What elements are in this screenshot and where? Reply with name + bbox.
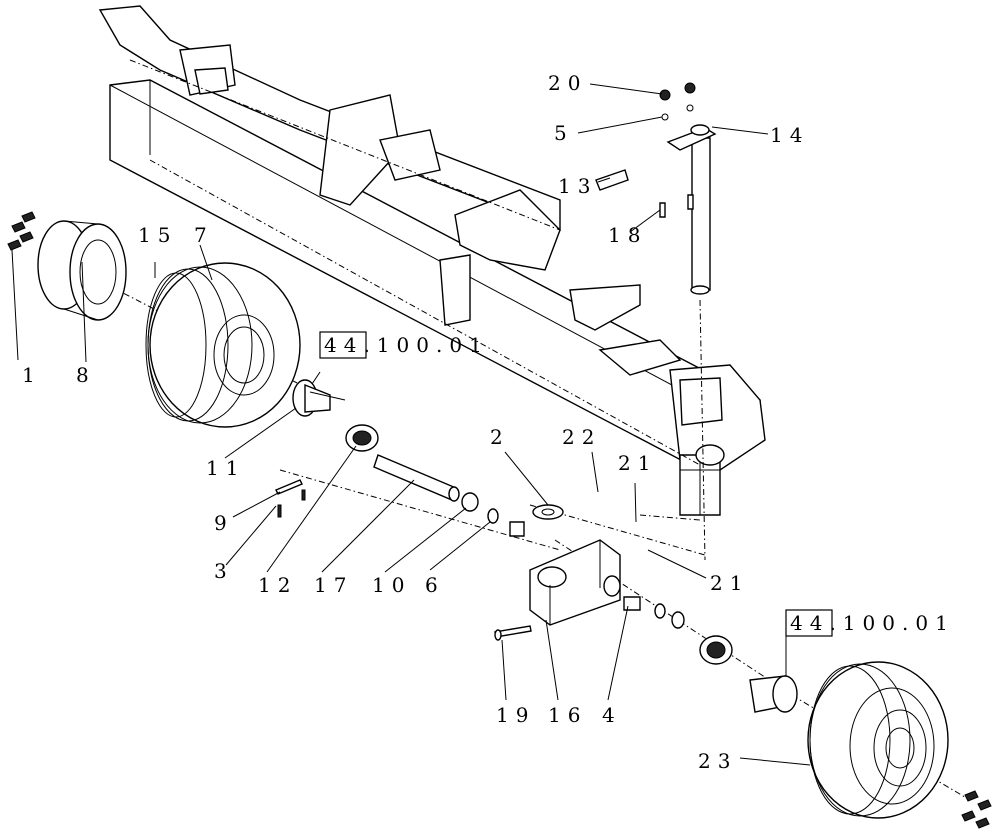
callout-8: 8 <box>76 363 96 387</box>
callout-9: 9 <box>214 511 234 535</box>
callout-16: 16 <box>548 703 587 727</box>
callout-2: 2 <box>490 425 510 449</box>
right-bearing <box>699 635 733 665</box>
callout-20: 20 <box>548 71 587 95</box>
left-bolts <box>7 211 36 251</box>
callout-1: 1 <box>22 363 42 387</box>
callout-3: 3 <box>214 559 234 583</box>
right-bushings <box>623 596 685 629</box>
axle-frame <box>98 5 766 516</box>
axle-pin <box>373 454 460 502</box>
callout-22: 22 <box>562 425 601 449</box>
callout-21-lower: 21 <box>710 571 749 595</box>
callout-labels: 20 5 14 13 18 15 7 1 8 11 9 3 12 17 10 6… <box>22 71 809 773</box>
reference-label-right: 44.100.01 <box>790 611 955 635</box>
right-bolts <box>961 790 992 829</box>
pivot-bolt <box>494 625 532 641</box>
left-hub-spindle <box>292 379 346 417</box>
post-hardware <box>595 82 696 218</box>
reference-label-left: 44.100.01 <box>324 333 489 357</box>
callout-15: 15 <box>138 223 177 247</box>
left-bearing <box>345 424 379 452</box>
callout-13: 13 <box>558 174 597 198</box>
left-rim <box>37 220 127 321</box>
callout-12: 12 <box>258 573 297 597</box>
callout-6: 6 <box>425 573 445 597</box>
callout-23: 23 <box>698 749 737 773</box>
small-pin-and-cotter <box>275 479 306 518</box>
callout-21-upper: 21 <box>618 451 657 475</box>
callout-19: 19 <box>496 703 535 727</box>
right-tire <box>807 661 949 819</box>
callout-17: 17 <box>314 573 353 597</box>
washers-bushings-left <box>461 492 564 537</box>
callout-18: 18 <box>608 223 647 247</box>
leader-lines <box>11 83 811 766</box>
pivot-block <box>529 539 621 626</box>
callout-14: 14 <box>770 123 809 147</box>
reference-left: 44.100.01 <box>319 331 489 359</box>
callout-10: 10 <box>372 573 411 597</box>
upright-post <box>666 124 717 295</box>
callout-7: 7 <box>194 223 214 247</box>
right-hub-spindle <box>749 675 798 713</box>
reference-right: 44.100.01 <box>785 609 955 637</box>
callout-5: 5 <box>554 121 574 145</box>
left-tire <box>145 262 301 428</box>
callout-11: 11 <box>206 456 245 480</box>
callout-4: 4 <box>602 703 622 727</box>
